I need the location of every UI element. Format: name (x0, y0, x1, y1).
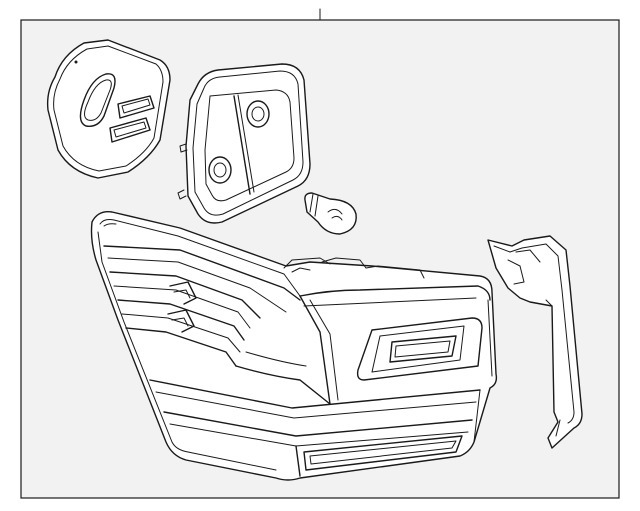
bracket-part[interactable] (487, 235, 583, 449)
bulb-part[interactable] (304, 192, 357, 235)
gasket-part[interactable] (46, 39, 171, 179)
tail-lamp-assembly-part[interactable] (90, 211, 498, 481)
socket-housing-part[interactable] (177, 63, 311, 224)
